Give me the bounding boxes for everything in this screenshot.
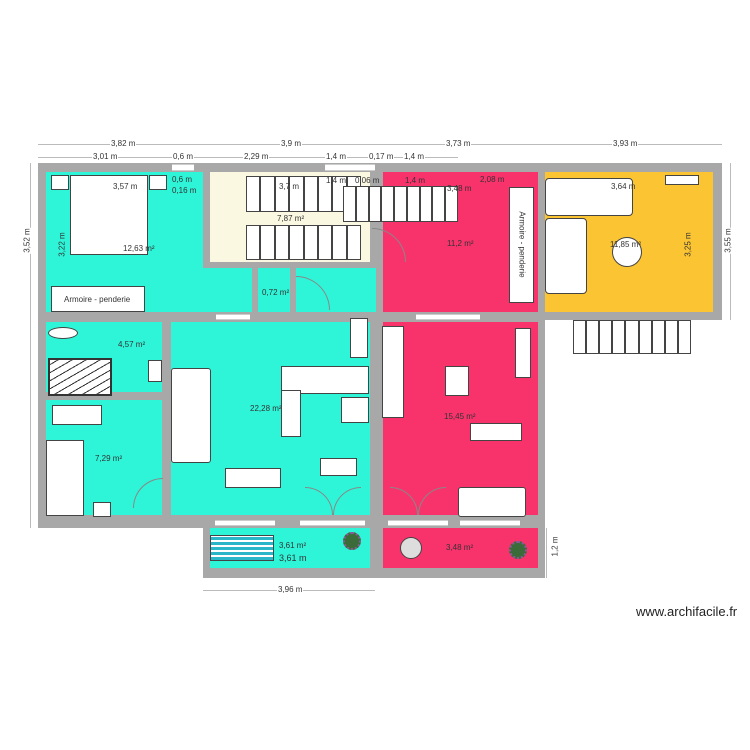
dimension-line-balcony xyxy=(546,528,547,578)
staircase-outdoor xyxy=(573,320,691,354)
dim-label: 1,4 m xyxy=(326,176,347,185)
double-bed xyxy=(70,175,148,255)
dim-label: 3,64 m xyxy=(611,182,636,191)
kitchen-appliances xyxy=(382,326,404,418)
staircase-pink xyxy=(343,186,459,222)
dim-label: 3,9 m xyxy=(280,139,303,148)
sink xyxy=(148,360,162,382)
shower xyxy=(48,358,112,396)
dim-label: 2,08 m xyxy=(480,175,505,184)
dim-label: 3,82 m xyxy=(110,139,137,148)
cabinet xyxy=(515,328,531,378)
dim-label: 3,01 m xyxy=(92,152,119,161)
area-label: 4,57 m² xyxy=(118,340,146,349)
dim-label: 3,73 m xyxy=(445,139,472,148)
stool xyxy=(93,502,111,517)
area-label: 3,61 m² xyxy=(279,541,307,550)
wardrobe-label: Armoire - penderie xyxy=(517,211,527,278)
round-table xyxy=(612,237,642,267)
window xyxy=(216,314,250,320)
dim-label: 3,25 m xyxy=(683,232,693,257)
window xyxy=(416,314,480,320)
window xyxy=(300,520,365,526)
dim-label: 0,16 m xyxy=(172,186,197,195)
sofa-corner xyxy=(545,178,633,216)
dim-label: 0,17 m xyxy=(368,152,395,161)
dim-label: 3,93 m xyxy=(612,139,639,148)
wardrobe: Armoire - penderie xyxy=(51,286,145,312)
radiator xyxy=(665,175,699,185)
dim-label: 3,96 m xyxy=(277,585,304,594)
nightstand xyxy=(149,175,167,190)
lounge-chair xyxy=(210,535,274,561)
wall-closet xyxy=(252,268,258,312)
dim-label: 3,57 m xyxy=(113,182,138,191)
room-kitchen-pink xyxy=(383,322,538,515)
dim-label: 3,48 m xyxy=(447,184,472,193)
window xyxy=(460,520,520,526)
window xyxy=(388,520,448,526)
dim-label: 1,4 m xyxy=(403,152,426,161)
sofa xyxy=(171,368,211,463)
area-label: 7,87 m² xyxy=(277,214,305,223)
plant-icon xyxy=(509,541,527,559)
plant-icon xyxy=(343,532,361,550)
area-label: 3,48 m² xyxy=(446,543,474,552)
area-label: 11,85 m² xyxy=(610,240,641,249)
area-label: 15,45 m² xyxy=(444,412,476,421)
kitchen-sink xyxy=(281,390,301,437)
wall-closet xyxy=(290,268,296,312)
single-bed xyxy=(46,440,84,516)
staircase-lower xyxy=(246,225,361,260)
wardrobe-vertical: Armoire - penderie xyxy=(509,187,534,303)
dim-label: 2,29 m xyxy=(243,152,270,161)
dimension-line-overall xyxy=(38,144,722,145)
dim-label: 3,61 m xyxy=(279,553,307,563)
nightstand xyxy=(51,175,69,190)
dining-table xyxy=(445,366,469,396)
dimension-line-left xyxy=(30,163,31,528)
area-label: 11,2 m² xyxy=(447,239,474,248)
dim-label: 0,6 m xyxy=(172,152,195,161)
dim-label: 0,6 m xyxy=(172,175,193,184)
dim-label: 0,06 m xyxy=(355,176,380,185)
window xyxy=(325,164,375,171)
window xyxy=(215,520,275,526)
area-label: 7,29 m² xyxy=(95,454,123,463)
dim-label: 3,52 m xyxy=(22,227,32,254)
watermark: www.archifacile.fr xyxy=(636,604,738,619)
dim-label: 3,55 m xyxy=(723,227,733,254)
dim-label: 3,22 m xyxy=(57,232,67,257)
fridge xyxy=(341,397,369,423)
area-label: 22,28 m² xyxy=(250,404,282,413)
area-label: 0,72 m² xyxy=(262,288,290,297)
tv-unit xyxy=(225,468,281,488)
barbecue xyxy=(400,537,422,559)
kitchen-counter xyxy=(281,366,369,394)
dim-label: 1,4 m xyxy=(405,176,426,185)
toilet xyxy=(48,327,78,339)
dim-label: 3,7 m xyxy=(279,182,300,191)
desk xyxy=(52,405,102,425)
staircase-upper xyxy=(246,176,361,212)
dim-label: 1,4 m xyxy=(325,152,348,161)
dim-label: 1,2 m xyxy=(550,535,560,558)
window xyxy=(172,164,194,171)
sofa xyxy=(458,487,526,517)
tv-unit xyxy=(470,423,522,441)
area-label: 12,63 m² xyxy=(123,244,155,253)
cabinet xyxy=(350,318,368,358)
sofa-corner xyxy=(545,218,587,294)
dining-table xyxy=(320,458,357,476)
